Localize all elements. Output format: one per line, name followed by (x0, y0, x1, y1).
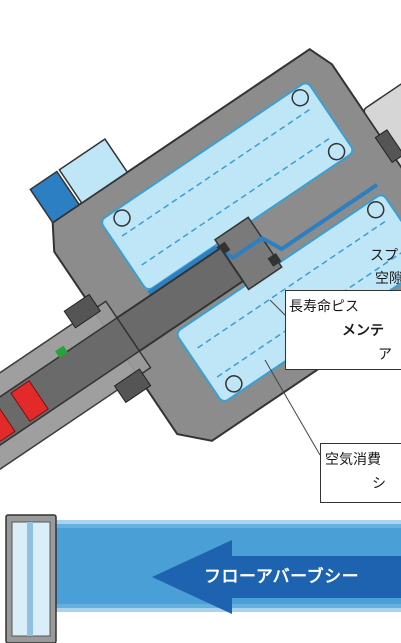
air-port-upper (58, 138, 129, 205)
spring-label-line1: スプ (370, 248, 398, 264)
piston-label-line1: 長寿命ピス (289, 299, 359, 315)
air-label-line2: シ (372, 476, 386, 492)
piston-label-line3: ア (378, 347, 392, 363)
flow-direction-arrow (152, 540, 401, 614)
o-rings (55, 345, 68, 358)
air-port-lower (29, 170, 81, 224)
air-callout-box (320, 443, 401, 503)
flow-banner-label: フローアバーブシー (204, 567, 360, 587)
piston-label-line2: メンテ (342, 323, 384, 339)
air-passage (147, 183, 379, 295)
spring-label-line2: 空隙 (375, 271, 401, 287)
piston-seal-lower (267, 252, 282, 267)
piston-callout-box (285, 290, 401, 370)
pipe-fitting (5, 514, 57, 643)
air-label-line1: 空気消費 (325, 452, 381, 468)
chevron-seals (0, 380, 49, 445)
